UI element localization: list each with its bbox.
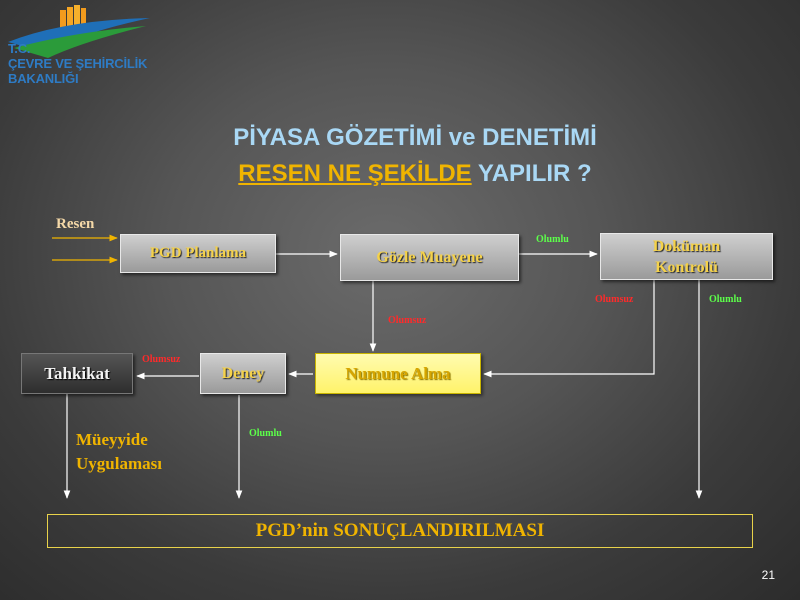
label-deney-olumlu: Olumlu	[249, 428, 282, 439]
gozle-muayene-box: Gözle Muayene	[340, 234, 519, 281]
logo-text-tc: T.C.	[8, 41, 31, 56]
logo-emblem-icon	[8, 5, 150, 58]
dokuman-kontrolu-line-1: Doküman	[652, 237, 721, 255]
deney-box: Deney	[200, 353, 286, 394]
pgd-planlama-box: PGD Planlama	[120, 234, 276, 273]
logo-text-ministry-2: BAKANLIĞI	[8, 71, 79, 86]
logo-text-ministry: ÇEVRE VE ŞEHİRCİLİK	[8, 56, 148, 71]
tahkikat-outcome-line-1: Müeyyide	[76, 430, 148, 449]
numune-alma-box: Numune Alma	[315, 353, 481, 394]
tahkikat-outcome-text: Müeyyide Uygulaması	[76, 428, 162, 476]
label-dokuman-olumlu: Olumlu	[709, 294, 742, 305]
label-deney-olumsuz: Olumsuz	[142, 354, 181, 365]
dokuman-kontrolu-line-2: Kontrolü	[655, 258, 718, 276]
label-gozle-olumsuz: Olumsuz	[388, 315, 427, 326]
page-title-highlight: RESEN NE ŞEKİLDE	[238, 160, 472, 187]
page-title-line-1: PİYASA GÖZETİMİ ve DENETİMİ	[233, 124, 597, 151]
page-title-rest: YAPILIR ?	[471, 160, 592, 187]
page-title-line-2: RESEN NE ŞEKİLDE YAPILIR ?	[0, 160, 800, 188]
tahkikat-outcome-line-2: Uygulaması	[76, 454, 162, 473]
label-gozle-olumlu: Olumlu	[536, 234, 569, 245]
arrow-dokuman-to-numune	[483, 280, 655, 378]
resen-input-label: Resen	[56, 216, 95, 232]
tahkikat-box: Tahkikat	[21, 353, 133, 394]
page-number: 21	[761, 568, 775, 582]
sonuclandirma-box: PGD’nin SONUÇLANDIRILMASI	[47, 514, 753, 548]
label-dokuman-olumsuz: Olumsuz	[595, 294, 634, 305]
dokuman-kontrolu-box: Doküman Kontrolü	[600, 233, 773, 280]
